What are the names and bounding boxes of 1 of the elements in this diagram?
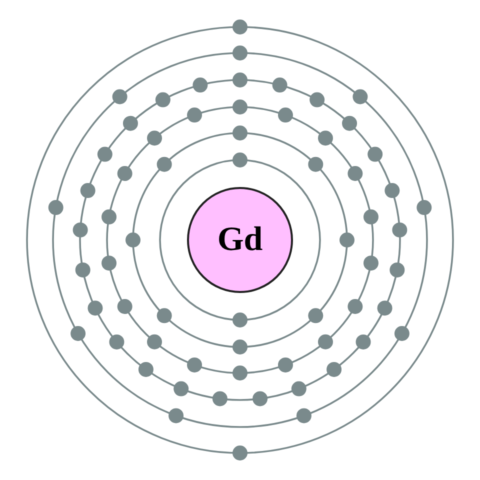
element-symbol: Gd bbox=[217, 221, 263, 259]
